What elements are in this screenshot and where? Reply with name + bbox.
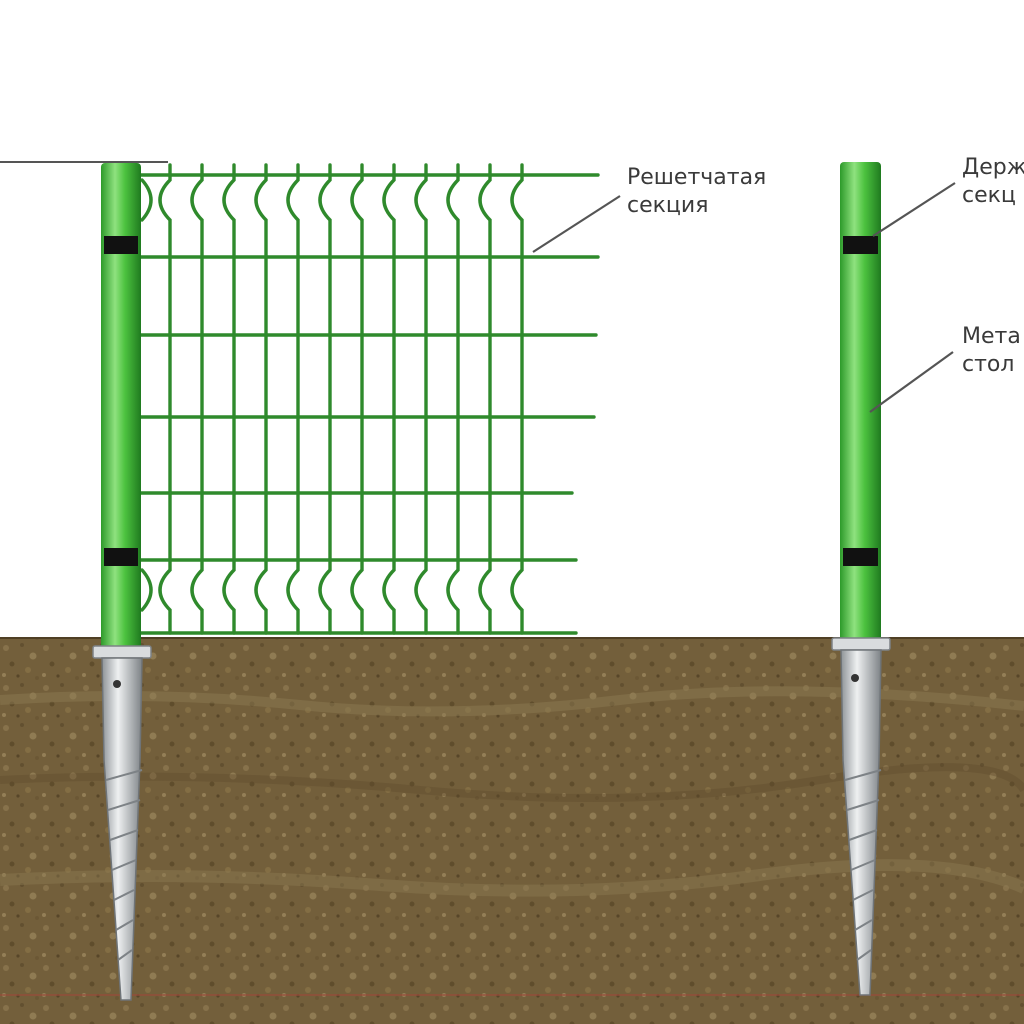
callout-metal-post-line1: Мета <box>962 324 1021 349</box>
right-post-clamp-bottom <box>843 548 878 566</box>
right-post-clamp-top <box>843 236 878 254</box>
callout-metal-post: Мета стол <box>962 323 1021 379</box>
mesh-panel <box>130 163 600 635</box>
left-post-clamp-bottom <box>104 548 138 566</box>
left-screw-pile <box>92 645 152 1001</box>
callout-grid-section-line1: Решетчатая <box>627 165 767 190</box>
callout-holder-line2: секц <box>962 183 1016 208</box>
leader-holder <box>872 182 956 237</box>
callout-holder-line1: Держ <box>962 155 1024 180</box>
right-fence-post <box>840 162 881 648</box>
callout-metal-post-line2: стол <box>962 352 1015 377</box>
mesh-vertical-wires <box>158 163 524 635</box>
left-fence-post <box>101 163 141 660</box>
callout-holder: Держ секц <box>962 154 1024 210</box>
left-post-clamp-top <box>104 236 138 254</box>
callout-grid-section-line2: секция <box>627 193 709 218</box>
callout-grid-section: Решетчатая секция <box>627 164 766 220</box>
leader-grid-section <box>532 195 621 253</box>
leader-metal-post <box>869 351 954 413</box>
right-screw-pile <box>831 637 891 996</box>
callout-leader-lines <box>532 182 956 413</box>
